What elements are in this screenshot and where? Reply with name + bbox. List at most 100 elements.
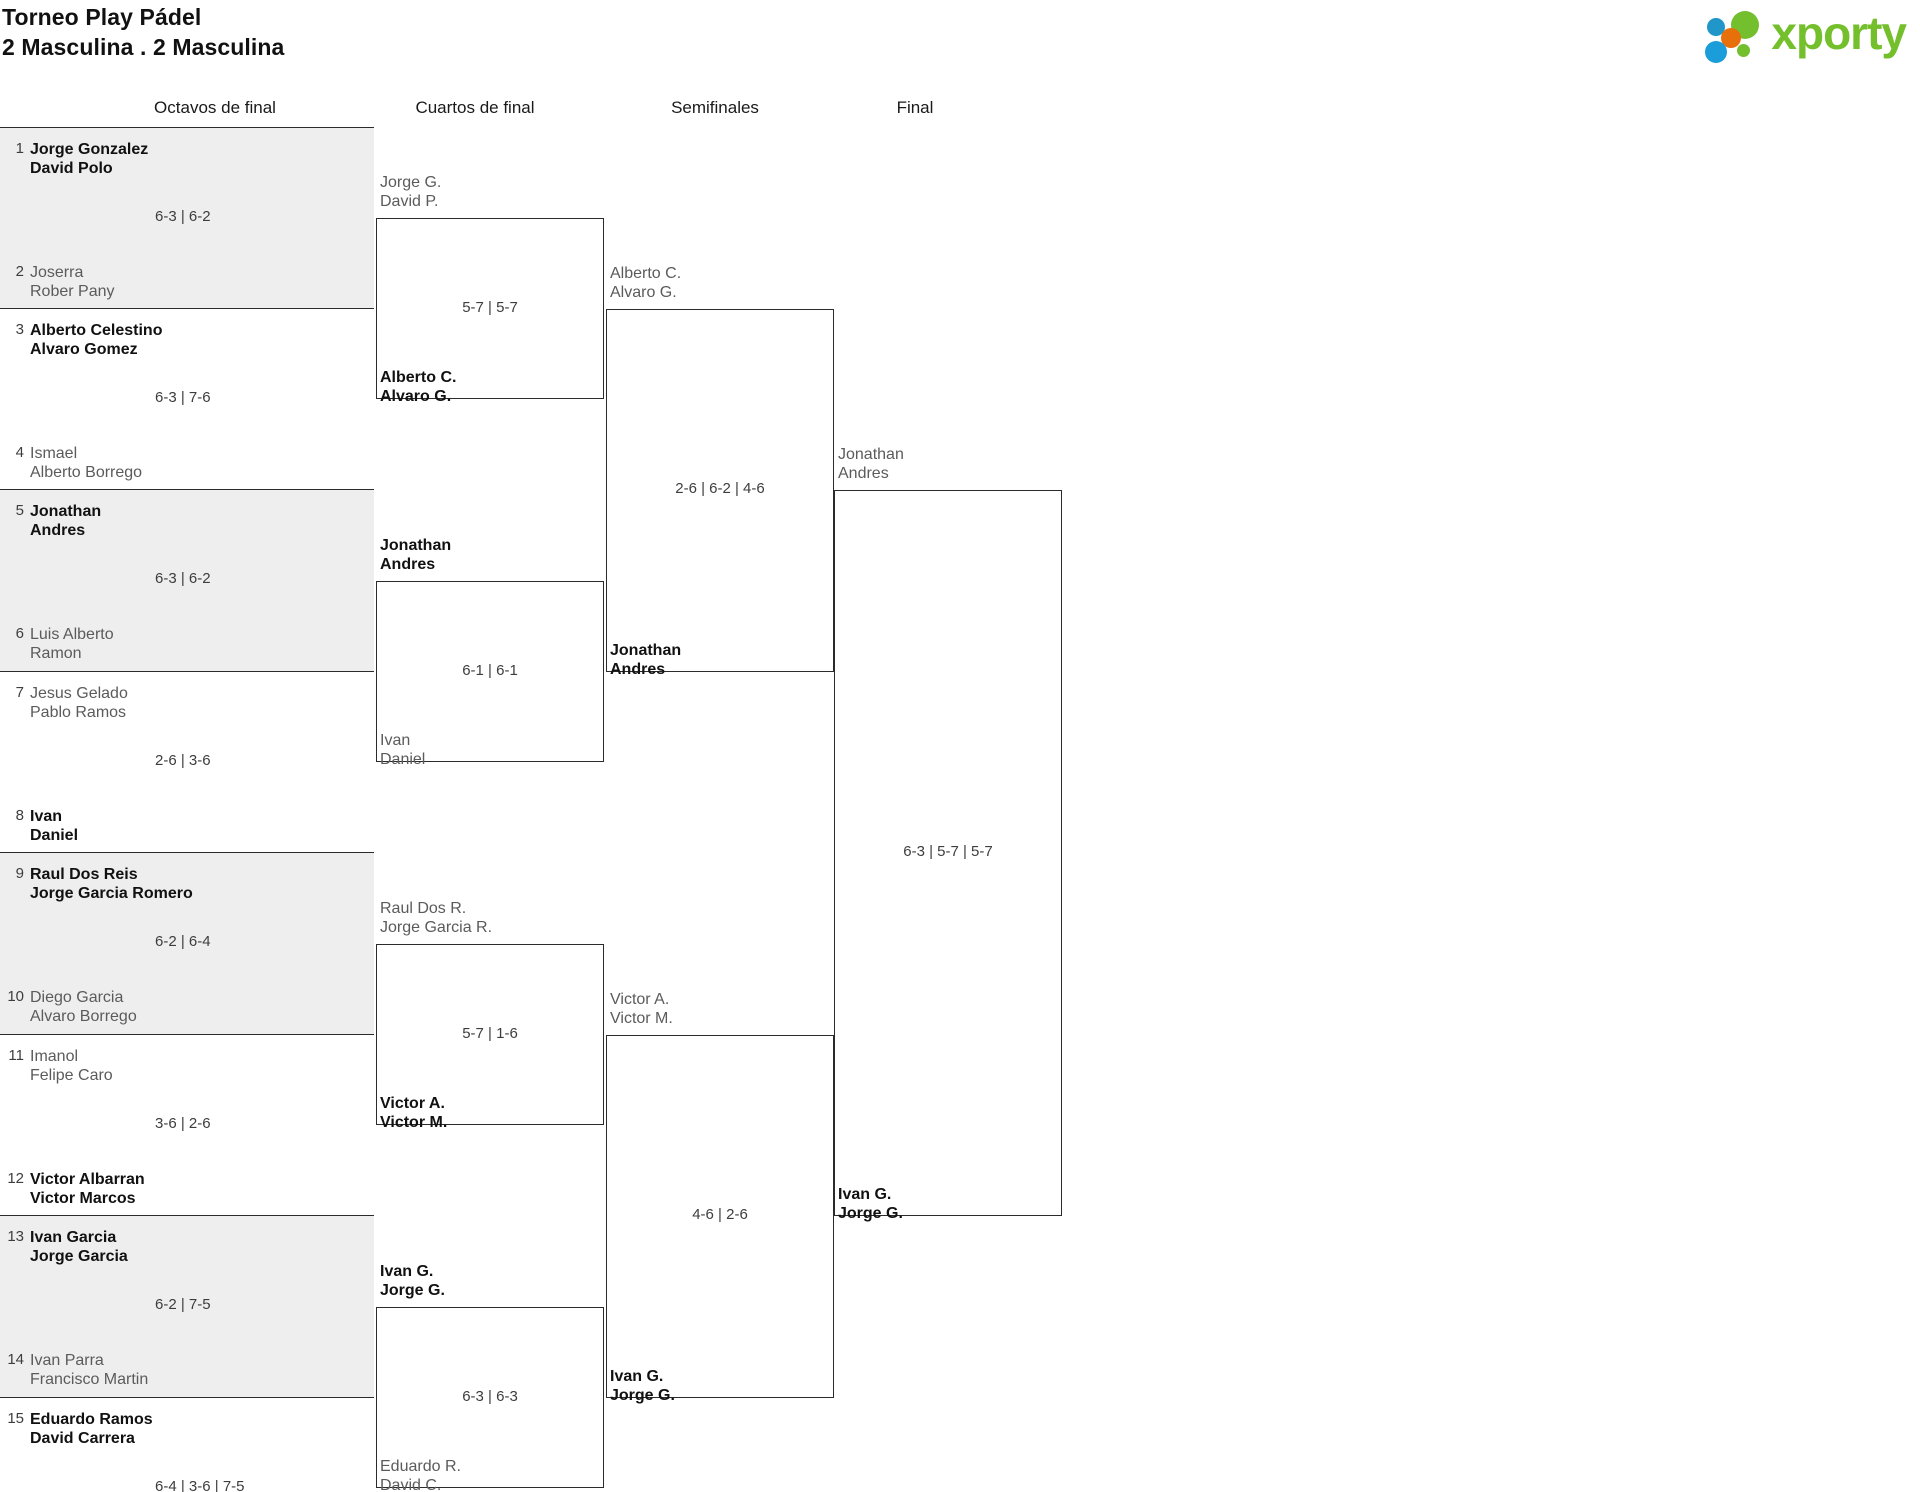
player-1: Ivan G. xyxy=(838,1186,892,1203)
cuartos-connector[interactable] xyxy=(376,1306,604,1489)
final-team-bottom[interactable]: Ivan G. Jorge G. xyxy=(838,1185,903,1223)
cuartos-connector[interactable] xyxy=(376,217,604,400)
cuartos-connector[interactable] xyxy=(376,580,604,763)
seed-number: 4 xyxy=(15,443,24,461)
cuartos-team-bottom[interactable]: Alberto C.Alvaro G. xyxy=(380,368,456,406)
cuartos-team-top[interactable]: Raul Dos R.Jorge Garcia R. xyxy=(380,899,492,937)
semifinales-team-bottom[interactable]: Ivan G.Jorge G. xyxy=(610,1367,675,1405)
player-1: Ivan G. xyxy=(380,1262,434,1280)
match-score: 6-3 | 6-2 xyxy=(155,208,211,225)
player-1: Alberto C. xyxy=(380,369,457,387)
player-1: Eduardo Ramos xyxy=(30,1410,153,1428)
cuartos-team-top[interactable]: Jorge G.David P. xyxy=(380,173,441,211)
player-2: Felipe Caro xyxy=(30,1066,113,1084)
round-header-final: Final xyxy=(896,98,934,117)
final-score: 6-3 | 5-7 | 5-7 xyxy=(903,843,993,860)
seed-number: 7 xyxy=(15,683,24,701)
player-1: Jonathan xyxy=(380,536,452,554)
match-score: 3-6 | 2-6 xyxy=(155,1114,211,1132)
seed-number: 9 xyxy=(15,865,24,882)
player-1: Luis Alberto xyxy=(30,626,114,643)
player-1: Eduardo R. xyxy=(380,1458,461,1476)
cuartos-team-bottom[interactable]: Victor A.Victor M. xyxy=(380,1094,447,1132)
player-1: Ivan Parra xyxy=(30,1352,104,1369)
player-2: Alberto Borrego xyxy=(30,463,143,481)
seed-number: 10 xyxy=(7,988,24,1005)
cuartos-team-bottom[interactable]: Eduardo R.David C. xyxy=(380,1457,461,1492)
cuartos-connector[interactable] xyxy=(376,943,604,1126)
semifinales-team-top[interactable]: Alberto C.Alvaro G. xyxy=(610,264,681,302)
player-2: Jorge G. xyxy=(838,1205,903,1222)
player-1: Ivan xyxy=(30,807,63,825)
final-connector[interactable] xyxy=(834,490,1062,1216)
player-1: Ismael xyxy=(30,444,78,462)
seed-number: 15 xyxy=(7,1409,24,1427)
player-2: Daniel xyxy=(380,751,426,769)
player-2: Alvaro Gomez xyxy=(30,340,138,358)
semifinales-team-top[interactable]: Victor A.Victor M. xyxy=(610,990,673,1028)
match-score: 2-6 | 3-6 xyxy=(155,751,211,769)
semifinales-connector[interactable] xyxy=(606,308,834,672)
match-score: 6-3 | 7-6 xyxy=(155,388,211,406)
player-2: Andres xyxy=(30,522,86,539)
xporty-logo: xporty xyxy=(1705,8,1907,63)
seed-number: 12 xyxy=(7,1169,24,1187)
player-1: Raul Dos Reis xyxy=(30,866,138,883)
player-1: Alberto Celestino xyxy=(30,321,163,339)
seed-number: 8 xyxy=(15,806,24,824)
match-score: 6-2 | 6-4 xyxy=(155,933,211,950)
player-2: Alvaro G. xyxy=(380,388,452,406)
match-score: 6-2 | 7-5 xyxy=(155,1296,211,1313)
cuartos-score: 6-3 | 6-3 xyxy=(462,1387,518,1405)
tournament-name: Torneo Play Pádel xyxy=(2,4,202,30)
player-2: Jorge G. xyxy=(610,1386,675,1404)
seed-number: 1 xyxy=(15,140,24,157)
player-2: Francisco Martin xyxy=(30,1371,149,1388)
player-2: David P. xyxy=(380,192,439,210)
semifinales-connector[interactable] xyxy=(606,1034,834,1398)
player-2: David Polo xyxy=(30,160,113,177)
cuartos-team-top[interactable]: Ivan G.Jorge G. xyxy=(380,1262,445,1300)
seed-number: 3 xyxy=(15,320,24,338)
page-title: Torneo Play Pádel 2 Masculina . 2 Mascul… xyxy=(2,2,284,62)
player-2: David C. xyxy=(380,1477,442,1492)
player-1: Jonathan xyxy=(838,446,904,463)
seed-number: 2 xyxy=(15,263,24,280)
player-1: Alberto C. xyxy=(610,264,682,282)
